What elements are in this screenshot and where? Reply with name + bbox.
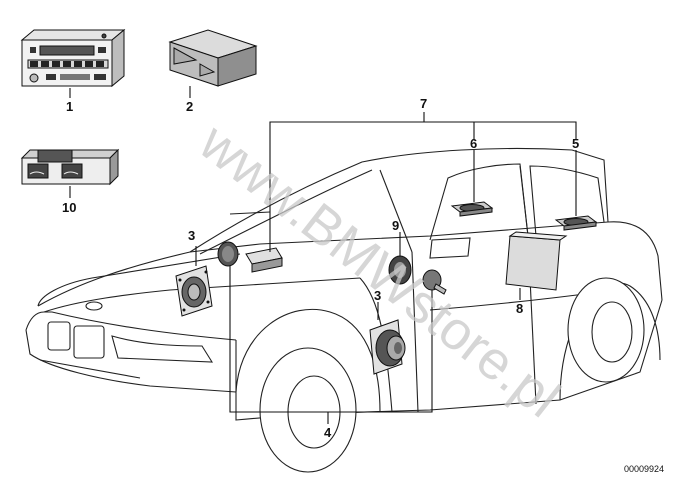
callout-6: 6	[470, 136, 477, 151]
tweeter-grille[interactable]	[217, 241, 239, 267]
callout-4: 4	[324, 425, 332, 440]
door-speaker[interactable]	[388, 255, 412, 285]
callout-5: 5	[572, 136, 579, 151]
callout-10: 10	[62, 200, 76, 215]
callout-3-door: 3	[374, 288, 381, 303]
callout-9: 9	[392, 218, 399, 233]
leader-lines	[69, 86, 577, 424]
callout-1: 1	[66, 99, 73, 114]
reference-number: 00009924	[624, 464, 664, 474]
rear-speaker-right[interactable]	[554, 215, 598, 231]
dash-module[interactable]	[245, 247, 283, 273]
radio-unit[interactable]	[20, 28, 126, 88]
rear-speaker-left[interactable]	[450, 201, 494, 217]
callout-2: 2	[186, 99, 193, 114]
callout-7: 7	[420, 96, 427, 111]
front-speaker[interactable]	[175, 265, 213, 317]
cd-changer[interactable]	[20, 148, 120, 186]
amplifier-box[interactable]	[168, 29, 258, 87]
rear-amplifier-panel[interactable]	[505, 231, 568, 291]
callout-3-front: 3	[188, 228, 195, 243]
car-outline	[25, 147, 663, 473]
door-woofer[interactable]	[369, 319, 406, 375]
callout-8: 8	[516, 301, 523, 316]
